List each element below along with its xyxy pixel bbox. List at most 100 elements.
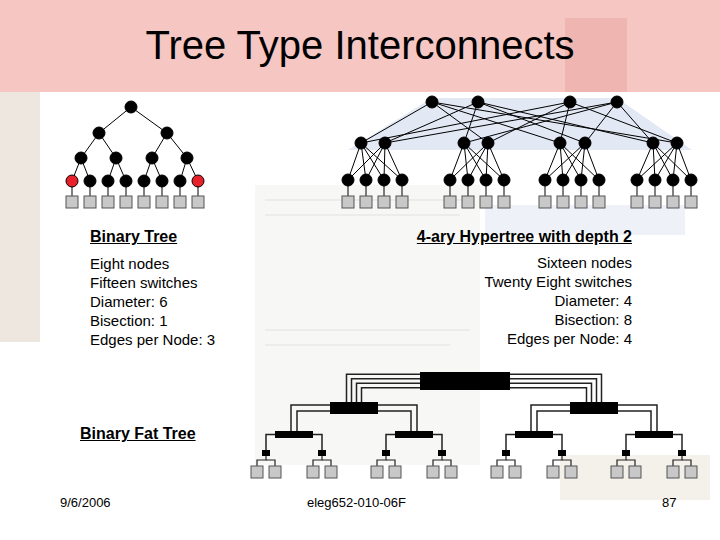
fat-switch bbox=[558, 450, 566, 456]
fat-link bbox=[626, 460, 635, 466]
fat-link bbox=[553, 456, 562, 466]
processor-node bbox=[156, 196, 168, 208]
switch-circle bbox=[593, 174, 605, 186]
fat-switch bbox=[438, 450, 446, 456]
diagram-heading: 4-ary Hypertree with depth 2 bbox=[417, 228, 632, 246]
switch-circle bbox=[93, 127, 105, 139]
fat-link bbox=[506, 460, 515, 466]
faded-page-lines bbox=[265, 200, 470, 345]
fat-link bbox=[510, 383, 592, 402]
fat-link bbox=[442, 460, 451, 466]
diagram-heading: Binary Fat Tree bbox=[80, 425, 196, 443]
fat-link bbox=[266, 460, 275, 466]
fat-switch bbox=[275, 431, 313, 438]
processor-node bbox=[138, 196, 150, 208]
processor-node bbox=[307, 466, 319, 478]
fat-switch bbox=[382, 450, 390, 456]
stat-line: Twenty Eight switches bbox=[484, 273, 632, 290]
fat-switch bbox=[502, 450, 510, 456]
switch-circle bbox=[480, 174, 492, 186]
tree-links bbox=[72, 102, 691, 466]
fat-switch bbox=[570, 402, 618, 414]
processor-node bbox=[325, 466, 337, 478]
fat-switch bbox=[678, 450, 686, 456]
fat-link bbox=[352, 379, 421, 402]
fat-switch bbox=[622, 450, 630, 456]
processor-node bbox=[174, 196, 186, 208]
stat-line: Edges per Node: 4 bbox=[507, 330, 632, 347]
switch-circle bbox=[146, 152, 158, 164]
switch-circle bbox=[75, 152, 87, 164]
switch-circle bbox=[611, 96, 623, 108]
fat-switch bbox=[318, 450, 326, 456]
processor-node bbox=[396, 196, 408, 208]
fat-link bbox=[506, 435, 515, 451]
fat-link bbox=[357, 383, 421, 402]
switch-circle bbox=[685, 174, 697, 186]
fat-switch bbox=[330, 402, 378, 414]
switch-circle bbox=[84, 175, 96, 187]
fat-link bbox=[377, 456, 386, 466]
switch-circle bbox=[110, 152, 122, 164]
processor-node bbox=[269, 466, 281, 478]
fat-link bbox=[297, 411, 330, 431]
stat-line: Sixteen nodes bbox=[537, 254, 632, 271]
processor-node bbox=[251, 466, 263, 478]
stat-line: Eight nodes bbox=[90, 255, 169, 272]
processor-node bbox=[66, 196, 78, 208]
fat-link bbox=[618, 411, 651, 431]
fat-link bbox=[347, 374, 421, 402]
processor-node bbox=[427, 466, 439, 478]
processor-node bbox=[547, 466, 559, 478]
switch-circle bbox=[426, 96, 438, 108]
fat-link bbox=[378, 405, 417, 431]
tree-elements bbox=[66, 96, 697, 478]
fat-link bbox=[617, 456, 626, 466]
link-line bbox=[478, 102, 653, 143]
processor-node bbox=[480, 196, 492, 208]
fat-link bbox=[510, 388, 587, 402]
fat-link bbox=[510, 379, 597, 402]
switch-circle bbox=[579, 137, 591, 149]
switch-circle bbox=[379, 137, 391, 149]
switch-circle bbox=[671, 137, 683, 149]
switch-circle bbox=[458, 137, 470, 149]
switch-circle bbox=[138, 175, 150, 187]
switch-circle bbox=[557, 174, 569, 186]
switch-circle bbox=[161, 127, 173, 139]
stat-line: Edges per Node: 3 bbox=[90, 331, 215, 348]
processor-node bbox=[445, 466, 457, 478]
processor-node bbox=[667, 466, 679, 478]
fat-link bbox=[553, 435, 562, 451]
processor-node bbox=[84, 196, 96, 208]
switch-circle bbox=[564, 96, 576, 108]
switch-circle bbox=[125, 101, 137, 113]
processor-node bbox=[498, 196, 510, 208]
fat-link bbox=[673, 435, 682, 451]
switch-circle bbox=[181, 152, 193, 164]
processor-node bbox=[629, 466, 641, 478]
switch-circle bbox=[360, 174, 372, 186]
processor-node bbox=[593, 196, 605, 208]
processor-node bbox=[611, 466, 623, 478]
processor-node bbox=[389, 466, 401, 478]
switch-circle bbox=[631, 174, 643, 186]
stat-line: Bisection: 8 bbox=[554, 311, 632, 328]
processor-node bbox=[371, 466, 383, 478]
tree-drawings bbox=[66, 96, 697, 478]
processor-node bbox=[685, 196, 697, 208]
switch-circle bbox=[174, 175, 186, 187]
fat-link bbox=[291, 405, 330, 431]
switch-circle bbox=[462, 174, 474, 186]
fat-link bbox=[322, 460, 331, 466]
fat-link bbox=[313, 435, 322, 451]
fat-link bbox=[266, 435, 275, 451]
switch-circle bbox=[575, 174, 587, 186]
faded-image bbox=[0, 92, 40, 342]
switch-circle bbox=[667, 174, 679, 186]
fat-link bbox=[386, 460, 395, 466]
fat-switch bbox=[515, 431, 553, 438]
fat-switch bbox=[635, 431, 673, 438]
switch-circle bbox=[156, 175, 168, 187]
link-line bbox=[488, 102, 570, 143]
